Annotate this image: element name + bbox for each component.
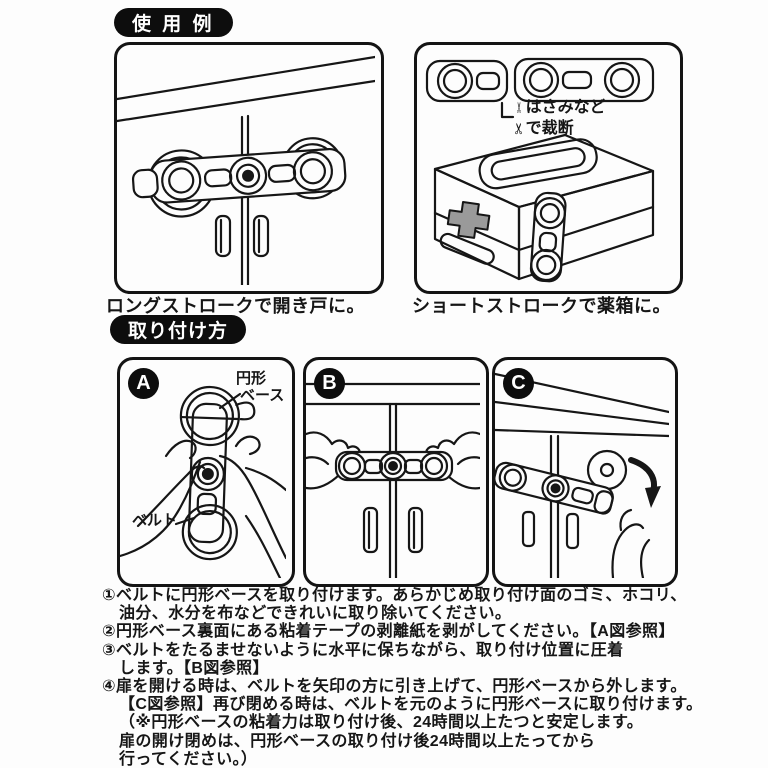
usage-section-header: 使 用 例 [114, 8, 233, 37]
instruction-line: します。【B図参照】 [119, 659, 269, 677]
step-c-illustration [495, 372, 669, 578]
step-number: ① [102, 587, 116, 604]
instructions-block: ①ベルトに円形ベースを取り付けます。あらかじめ取り付け面のゴミ、ホコリ、 油分、… [102, 587, 766, 768]
instruction-line: 行ってください。） [119, 750, 258, 768]
instruction-line: ③ベルトをたるませないように水平に保ちながら、取り付け位置に圧着 [102, 641, 624, 659]
medicine-box-illustration [425, 57, 655, 283]
step-panel-b: B [303, 357, 489, 587]
step-number: ③ [102, 641, 116, 659]
step-b-badge: B [314, 368, 345, 399]
usage-header-label: 使 用 例 [132, 14, 215, 35]
cabinet-illustration [117, 55, 375, 285]
step-number: ② [102, 623, 116, 641]
scissors-open-icon: ✂ [510, 122, 528, 135]
step-b-illustration [306, 382, 480, 578]
instruction-line: （※円形ベースの粘着力は取り付け後、24時間以上たつと安定します。 [119, 714, 644, 732]
step-number: ④ [102, 677, 116, 695]
instruction-line: 油分、水分を布などできれいに取り除いてください。 [119, 605, 512, 623]
step-a-illustration [120, 385, 286, 578]
instruction-line: ②円形ベース裏面にある粘着テープの剥離紙を剥がしてください。【A図参照】 [102, 623, 675, 641]
cut-note-line1: はさみなど [525, 99, 606, 116]
label-belt: ベルト [132, 512, 178, 529]
step-c-letter: C [511, 372, 526, 394]
instruction-line: ④扉を開ける時は、ベルトを矢印の方に引き上げて、円形ベースから外します。 [102, 677, 687, 695]
instruction-line: 扉の開け閉めは、円形ベースの取り付け後24時間以上たってから [119, 732, 596, 750]
install-section-header: 取り付け方 [110, 315, 247, 344]
label-circular-base: 円形 ベース [236, 370, 285, 404]
cut-note-line2: で裁断 [525, 120, 574, 137]
cut-annotation: ✂はさみなど ✂で裁断 [511, 97, 606, 139]
usage-panel-cabinet [114, 42, 384, 294]
caption-short-stroke: ショートストロークで薬箱に。 [412, 296, 671, 316]
usage-panel-medicine-box: ✂はさみなど ✂で裁断 [414, 42, 683, 294]
install-header-label: 取り付け方 [128, 321, 229, 342]
instruction-line: 【C図参照】再び閉める時は、ベルトを元のように円形ベースに取り付けます。 [119, 696, 703, 714]
step-b-letter: B [322, 372, 337, 394]
step-a-badge: A [128, 368, 159, 399]
step-panel-a: A 円形 ベース ベルト [117, 357, 295, 587]
step-c-badge: C [503, 368, 534, 399]
scissors-closed-icon: ✂ [514, 101, 524, 114]
step-panel-c: C [492, 357, 678, 587]
step-a-letter: A [136, 372, 151, 394]
instruction-line: ①ベルトに円形ベースを取り付けます。あらかじめ取り付け面のゴミ、ホコリ、 [102, 587, 687, 604]
caption-long-stroke: ロングストロークで開き戸に。 [106, 296, 365, 316]
